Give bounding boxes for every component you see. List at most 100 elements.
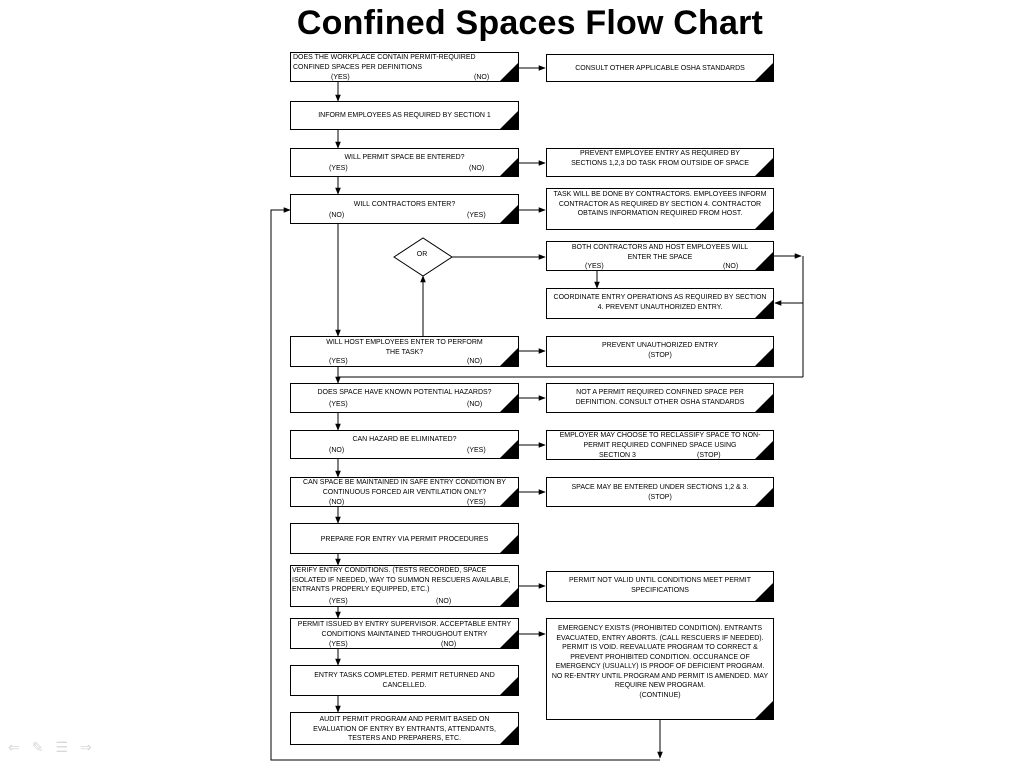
box-text: DOES SPACE HAVE KNOWN POTENTIAL HAZARDS? [317, 389, 492, 396]
yes-label: (YES) [467, 499, 486, 506]
yes-label: (YES) [329, 641, 348, 648]
box-host-employees-enter: WILL HOST EMPLOYEES ENTER TO PERFORM THE… [290, 336, 519, 367]
box-text: WILL CONTRACTORS ENTER? [353, 201, 456, 208]
box-text: SPACE MAY BE ENTERED UNDER SECTIONS 1,2 … [571, 484, 749, 491]
corner-triangle [755, 488, 773, 506]
box-text: CONSULT OTHER APPLICABLE OSHA STANDARDS [575, 65, 745, 72]
corner-triangle [500, 630, 518, 648]
box-verify-entry-conditions: VERIFY ENTRY CONDITIONS. (TESTS RECORDED… [290, 565, 519, 607]
corner-triangle [755, 300, 773, 318]
box-workplace-permit-spaces: DOES THE WORKPLACE CONTAIN PERMIT-REQUIR… [290, 52, 519, 82]
box-text: BOTH CONTRACTORS AND HOST EMPLOYEES WILL… [571, 244, 749, 261]
box-prevent-unauthorized-entry: PREVENT UNAUTHORIZED ENTRY (STOP) [546, 336, 774, 367]
yes-label: (YES) [329, 358, 348, 365]
yes-label: (YES) [329, 401, 348, 408]
box-text: PREVENT UNAUTHORIZED ENTRY [601, 342, 719, 349]
box-text: PERMIT NOT VALID UNTIL CONDITIONS MEET P… [568, 577, 752, 594]
box-text: AUDIT PERMIT PROGRAM AND PERMIT BASED ON… [313, 716, 496, 742]
yes-label: (YES) [467, 447, 486, 454]
box-text: CAN HAZARD BE ELIMINATED? [352, 436, 457, 443]
corner-triangle [500, 488, 518, 506]
stop-label: (STOP) [648, 493, 672, 501]
or-diamond [393, 237, 453, 277]
box-text: CAN SPACE BE MAINTAINED IN SAFE ENTRY CO… [303, 479, 506, 496]
corner-triangle [500, 158, 518, 176]
corner-triangle [755, 63, 773, 81]
no-label: (NO) [441, 641, 457, 648]
corner-triangle [500, 535, 518, 553]
corner-triangle [500, 677, 518, 695]
no-label: (NO) [436, 598, 452, 605]
no-label: (NO) [467, 358, 483, 365]
pen-icon[interactable]: ✎ [31, 739, 44, 755]
box-contractors-enter: WILL CONTRACTORS ENTER? (NO) (YES) [290, 194, 519, 224]
box-known-hazards: DOES SPACE HAVE KNOWN POTENTIAL HAZARDS?… [290, 383, 519, 413]
box-not-permit-required: NOT A PERMIT REQUIRED CONFINED SPACE PER… [546, 383, 774, 413]
box-text: WILL HOST EMPLOYEES ENTER TO PERFORM THE… [326, 339, 483, 356]
yes-label: (YES) [585, 263, 604, 270]
box-text: EMPLOYER MAY CHOOSE TO RECLASSIFY SPACE … [559, 432, 761, 449]
corner-triangle [755, 158, 773, 176]
corner-triangle [755, 348, 773, 366]
box-emergency-exists: EMERGENCY EXISTS (PROHIBITED CONDITION).… [546, 618, 774, 720]
forward-arrow-icon[interactable]: ⇒ [80, 739, 92, 755]
yes-label: (YES) [331, 74, 350, 81]
box-text: COORDINATE ENTRY OPERATIONS AS REQUIRED … [553, 294, 767, 311]
no-label: (NO) [469, 165, 485, 172]
corner-triangle [500, 394, 518, 412]
corner-triangle [755, 583, 773, 601]
box-forced-air-ventilation: CAN SPACE BE MAINTAINED IN SAFE ENTRY CO… [290, 477, 519, 507]
corner-triangle [755, 394, 773, 412]
box-task-done-by-contractors: TASK WILL BE DONE BY CONTRACTORS. EMPLOY… [546, 188, 774, 230]
corner-triangle [755, 441, 773, 459]
back-arrow-icon[interactable]: ⇐ [8, 739, 20, 755]
box-consult-osha-standards: CONSULT OTHER APPLICABLE OSHA STANDARDS [546, 54, 774, 82]
slide-nav: ⇐ ✎ ☰ ⇒ [8, 740, 92, 754]
yes-label: (YES) [329, 165, 348, 172]
box-audit-permit-program: AUDIT PERMIT PROGRAM AND PERMIT BASED ON… [290, 712, 519, 745]
box-text: EMERGENCY EXISTS (PROHIBITED CONDITION).… [551, 625, 769, 689]
return-loop-line [270, 207, 660, 761]
box-reclassify-space: EMPLOYER MAY CHOOSE TO RECLASSIFY SPACE … [546, 430, 774, 460]
box-entry-tasks-completed: ENTRY TASKS COMPLETED. PERMIT RETURNED A… [290, 665, 519, 696]
corner-triangle [755, 252, 773, 270]
box-hazard-eliminated: CAN HAZARD BE ELIMINATED? (NO) (YES) [290, 430, 519, 459]
corner-triangle [755, 211, 773, 229]
no-label: (NO) [474, 74, 490, 81]
box-text: WILL PERMIT SPACE BE ENTERED? [344, 154, 465, 161]
box-permit-issued: PERMIT ISSUED BY ENTRY SUPERVISOR. ACCEP… [290, 618, 519, 649]
continue-label: (CONTINUE) [639, 691, 681, 699]
no-label: (NO) [723, 263, 739, 270]
menu-icon[interactable]: ☰ [55, 739, 69, 755]
box-text: NOT A PERMIT REQUIRED CONFINED SPACE PER… [575, 389, 745, 406]
yes-label: (YES) [329, 598, 348, 605]
corner-triangle [500, 348, 518, 366]
box-prepare-entry: PREPARE FOR ENTRY VIA PERMIT PROCEDURES [290, 523, 519, 554]
corner-triangle [500, 440, 518, 458]
box-text: PREVENT EMPLOYEE ENTRY AS REQUIRED BY SE… [571, 150, 749, 167]
no-label: (NO) [329, 447, 345, 454]
box-text: VERIFY ENTRY CONDITIONS. (TESTS RECORDED… [292, 567, 511, 593]
chart-title: Confined Spaces Flow Chart [296, 4, 764, 42]
box-space-may-be-entered: SPACE MAY BE ENTERED UNDER SECTIONS 1,2 … [546, 477, 774, 507]
no-label: (NO) [329, 212, 345, 219]
box-text: PREPARE FOR ENTRY VIA PERMIT PROCEDURES [320, 536, 489, 543]
stop-label: (STOP) [697, 452, 721, 459]
box-text: ENTRY TASKS COMPLETED. PERMIT RETURNED A… [314, 672, 495, 689]
box-text: TASK WILL BE DONE BY CONTRACTORS. EMPLOY… [553, 191, 767, 217]
or-label: OR [416, 251, 428, 258]
box-coordinate-entry-operations: COORDINATE ENTRY OPERATIONS AS REQUIRED … [546, 288, 774, 319]
no-label: (NO) [329, 499, 345, 506]
stop-label: (STOP) [648, 351, 672, 359]
corner-triangle [500, 63, 518, 81]
corner-triangle [755, 701, 773, 719]
yes-label: (YES) [467, 212, 486, 219]
box-text: DOES THE WORKPLACE CONTAIN PERMIT-REQUIR… [293, 54, 476, 71]
corner-triangle [500, 726, 518, 744]
corner-triangle [500, 111, 518, 129]
box-text: PERMIT ISSUED BY ENTRY SUPERVISOR. ACCEP… [297, 621, 512, 638]
section-label: SECTION 3 [599, 452, 636, 459]
box-permit-space-entered: WILL PERMIT SPACE BE ENTERED? (YES) (NO) [290, 148, 519, 177]
box-inform-employees: INFORM EMPLOYEES AS REQUIRED BY SECTION … [290, 101, 519, 130]
